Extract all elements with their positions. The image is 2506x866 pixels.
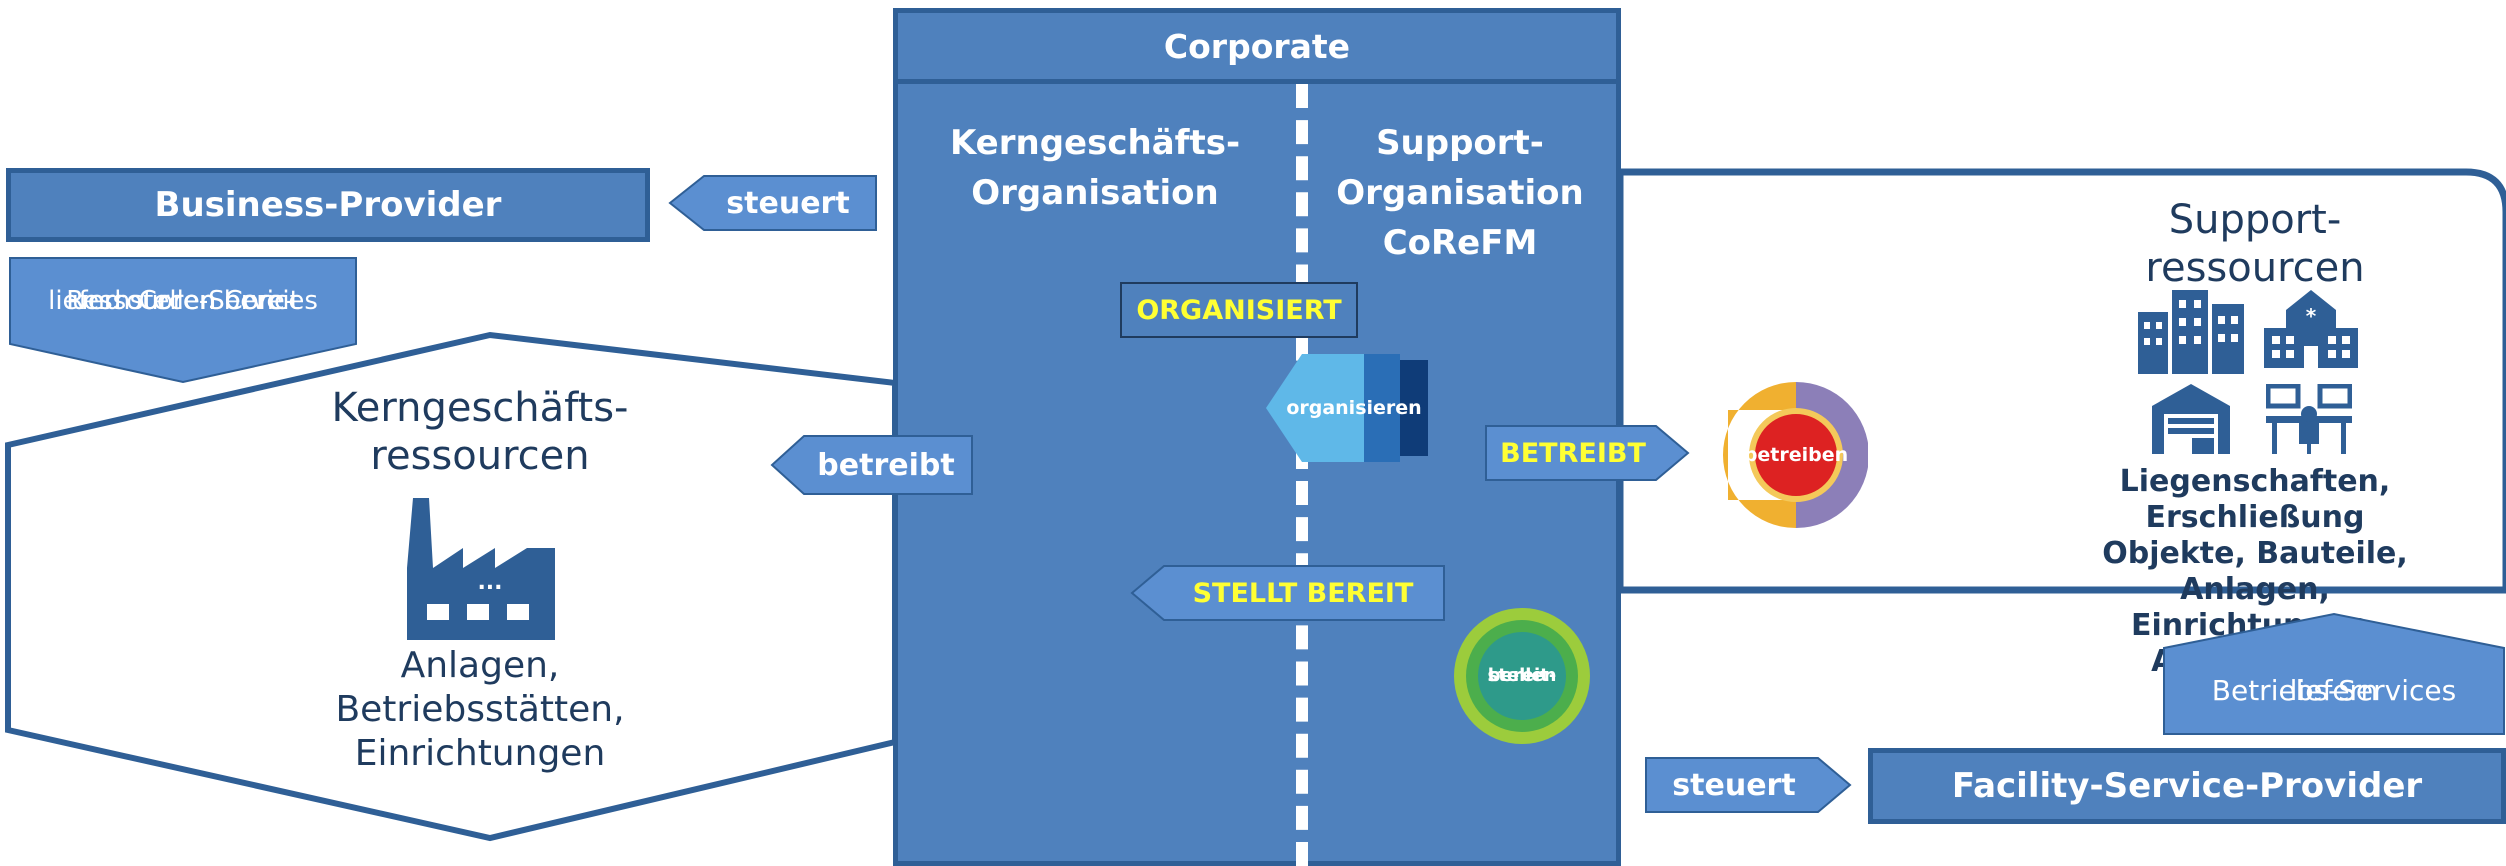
corporate-divider [1296, 84, 1308, 866]
betreibt-label: BETREIBT [1500, 437, 1646, 469]
support-resources-title: Support- ressourcen [2145, 197, 2365, 291]
facility-provider-note: liefern Betriebs-Services [2162, 612, 2506, 736]
hospital-icon: * [2264, 290, 2358, 368]
warehouse-icon [2152, 384, 2230, 454]
svg-text:*: * [2306, 304, 2317, 328]
core-resources-title: Kerngeschäfts- ressourcen [331, 385, 629, 479]
organisieren-label: organisieren [1286, 397, 1422, 419]
business-provider-box: Business-Provider [6, 168, 650, 242]
organisiert-label: ORGANISIERT [1120, 282, 1358, 338]
organisieren-icon: organisieren [1262, 352, 1432, 464]
facility-steuert-label: steuert [1672, 767, 1796, 803]
bereitstellen-icon: bereit- stellen [1448, 600, 1596, 752]
core-org-label: Kerngeschäfts- Organisation [949, 123, 1241, 213]
stellt-bereit-arrow: STELLT BEREIT [1130, 564, 1446, 622]
bereitstellen-label-2: stellen [1487, 665, 1557, 686]
core-resources-items: Anlagen, Betriebsstätten, Einrichtungen [335, 645, 625, 774]
business-provider-note: liefern Core-Services und stellen Core- … [8, 256, 358, 384]
corporate-title: Corporate [893, 8, 1621, 84]
factory-icon [407, 498, 555, 640]
workplace-desk-icon [2266, 384, 2352, 454]
business-steuert-label: steuert [726, 185, 850, 221]
stellt-bereit-label: STELLT BEREIT [1192, 577, 1414, 609]
betreiben-icon: betreiben [1708, 382, 1868, 528]
core-betreibt-label: betreibt [817, 447, 955, 483]
betreibt-arrow: BETREIBT [1484, 424, 1690, 482]
core-betreibt-arrow: betreibt [770, 434, 974, 496]
betreiben-label: betreiben [1743, 444, 1849, 466]
facility-provider-box: Facility-Service-Provider [1868, 748, 2506, 824]
business-steuert-arrow: steuert [668, 174, 878, 232]
facility-steuert-arrow: steuert [1644, 756, 1852, 814]
support-org-label: Support- Organisation CoReFM [1336, 123, 1584, 263]
bereitstellen-label-1: bereit- [1487, 665, 1557, 686]
factory-dots: ... [477, 570, 503, 595]
office-buildings-icon [2138, 290, 2244, 374]
